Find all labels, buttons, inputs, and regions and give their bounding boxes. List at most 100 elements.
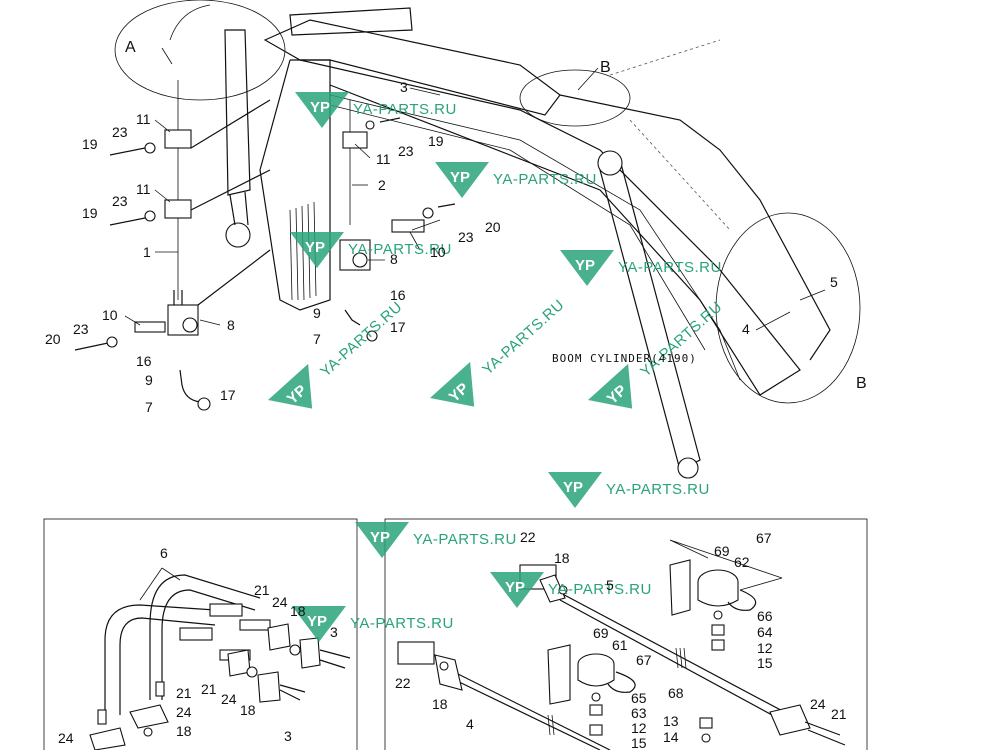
callout-19b: 19 (82, 205, 98, 221)
inset-right-callout-62: 62 (734, 554, 750, 570)
callout-7b: 7 (145, 399, 153, 415)
inset-right-callout-15b: 15 (631, 735, 647, 750)
watermark-2: YP YA-PARTS.RU (435, 162, 597, 198)
inset-left-callout-18b: 18 (240, 702, 256, 718)
inset-left-callout-24d: 24 (58, 730, 74, 746)
inset-left-callout-24c: 24 (176, 704, 192, 720)
inset-right-pipes (397, 539, 846, 750)
inset-right-callout-22a: 22 (520, 529, 536, 545)
callout-11c: 11 (376, 151, 391, 167)
callouts-main: 1 2 3 4 5 7 7 8 8 9 9 10 10 11 11 11 16 … (45, 79, 838, 415)
watermark-text: YA-PARTS.RU (479, 296, 568, 378)
inset-right-callout-68: 68 (668, 685, 684, 701)
watermark-text: YA-PARTS.RU (618, 259, 722, 276)
watermark-logo-letters: YP (450, 169, 470, 186)
watermark-logo-icon (292, 606, 346, 642)
watermark-layer: YP YA-PARTS.RU YP YA-PARTS.RU YP YA-PARTS.RU Y… (268, 92, 726, 642)
watermark-logo-icon (560, 250, 614, 286)
inset-right-callout-18a: 18 (554, 550, 570, 566)
inset-right-callout-18b: 18 (432, 696, 448, 712)
callout-5: 5 (830, 274, 838, 290)
inset-right-callout-4: 4 (466, 716, 474, 732)
clamp-assembly-right (339, 117, 456, 342)
callout-17a: 17 (390, 319, 406, 335)
watermark-logo-letters: YP (370, 529, 390, 546)
callout-8b: 8 (227, 317, 235, 333)
inset-right-callout-69b: 69 (593, 625, 609, 641)
inset-left-hoses (89, 574, 351, 750)
inset-left-callout-6: 6 (160, 545, 168, 561)
watermark-5: YP YA-PARTS.RU (355, 522, 517, 558)
inset-right-callout-21: 21 (831, 706, 847, 722)
inset-left-callout-18a: 18 (290, 603, 306, 619)
watermark-text: YA-PARTS.RU (606, 481, 710, 498)
watermark-text: YA-PARTS.RU (548, 581, 652, 598)
inset-right-callout-13: 13 (663, 713, 679, 729)
watermark-logo-letters: YP (505, 579, 525, 596)
callout-20b: 20 (45, 331, 61, 347)
watermark-text: YA-PARTS.RU (348, 241, 452, 258)
inset-left-callout-21a: 21 (254, 582, 270, 598)
callout-9a: 9 (313, 305, 321, 321)
watermark-logo-icon (435, 162, 489, 198)
callout-7a: 7 (313, 331, 321, 347)
clamp-assembly-left (74, 99, 271, 411)
inset-right-callout-5: 5 (606, 577, 614, 593)
callout-4: 4 (742, 321, 750, 337)
detail-circles (114, 0, 861, 404)
boom-cylinder-caption: BOOM CYLINDER(4190) (552, 352, 697, 365)
watermark-text: YA-PARTS.RU (350, 615, 454, 632)
inset-right-callout-61: 61 (612, 637, 628, 653)
callout-16b: 16 (136, 353, 152, 369)
inset-right-callout-14: 14 (663, 729, 679, 745)
inset-right-callout-63: 63 (631, 705, 647, 721)
inset-left-callout-24a: 24 (272, 594, 288, 610)
inset-left-callout-3a: 3 (330, 624, 338, 640)
callout-11b: 11 (136, 181, 151, 197)
callout-10a: 10 (430, 244, 446, 260)
detail-letter-b-right: B (856, 375, 867, 392)
callout-23e: 23 (73, 321, 89, 337)
watermark-logo-icon (290, 232, 344, 268)
watermark-logo-icon (430, 361, 475, 407)
callouts-inset-right: 4 5 12 12 13 14 15 15 18 18 21 22 22 24 … (395, 529, 847, 750)
callout-19c: 19 (428, 133, 444, 149)
watermark-text: YA-PARTS.RU (353, 101, 457, 118)
inset-right-callout-22b: 22 (395, 675, 411, 691)
inset-left-callout-18c: 18 (176, 723, 192, 739)
callout-10b: 10 (102, 307, 118, 323)
watermark-text: YA-PARTS.RU (413, 531, 517, 548)
watermark-logo-icon (588, 363, 633, 409)
watermark-logo-letters: YP (575, 257, 595, 274)
detail-letter-a: A (125, 39, 136, 56)
callout-23a: 23 (112, 124, 128, 140)
callout-11a: 11 (136, 111, 151, 127)
inset-right-callout-64: 64 (757, 624, 773, 640)
callout-23d: 23 (458, 229, 474, 245)
callout-1: 1 (143, 244, 151, 260)
callout-23c: 23 (398, 143, 414, 159)
callout-17b: 17 (220, 387, 236, 403)
watermark-logo-icon (355, 522, 409, 558)
watermark-text: YA-PARTS.RU (317, 298, 406, 380)
inset-left-callout-21c: 21 (176, 685, 192, 701)
detail-letter-b-top: B (600, 59, 611, 76)
watermark-logo-icon (490, 572, 544, 608)
inset-right-callout-12b: 12 (631, 720, 647, 736)
watermark-logo-icon (268, 363, 313, 409)
callout-8a: 8 (390, 251, 398, 267)
callout-9b: 9 (145, 372, 153, 388)
watermark-logo-icon (548, 472, 602, 508)
inset-right-callout-67b: 67 (636, 652, 652, 668)
watermark-logo-letters: YP (563, 479, 583, 496)
leader-lines (124, 47, 826, 601)
inset-right-callout-12a: 12 (757, 640, 773, 656)
watermark-4: YP YA-PARTS.RU (560, 250, 722, 286)
watermark-text: YA-PARTS.RU (493, 171, 597, 188)
callout-16a: 16 (390, 287, 406, 303)
inset-right-callout-69a: 69 (714, 543, 730, 559)
inset-left-callout-21b: 21 (201, 681, 217, 697)
